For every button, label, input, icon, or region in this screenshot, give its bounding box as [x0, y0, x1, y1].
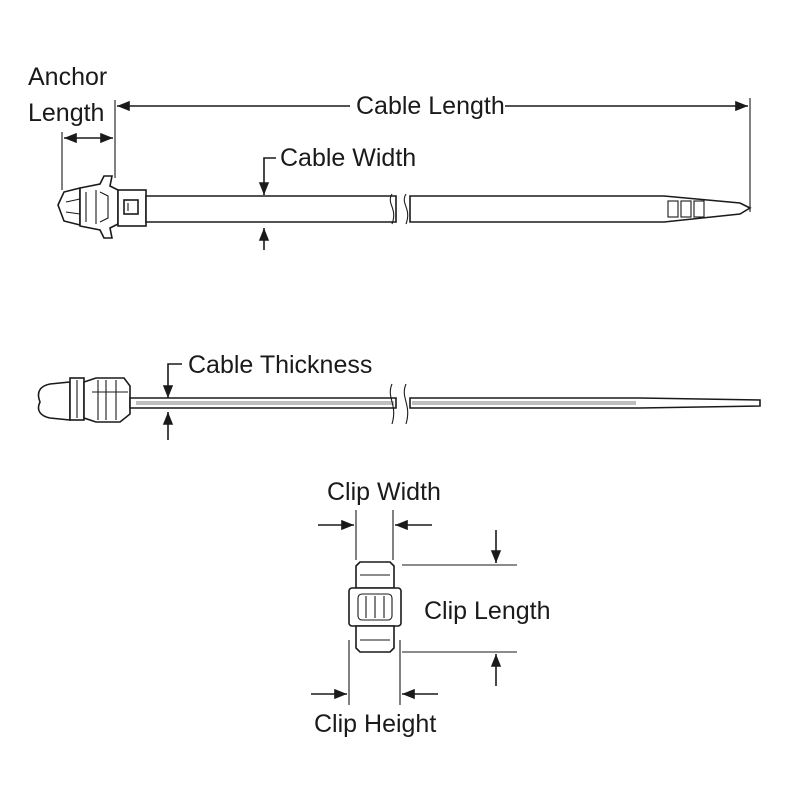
- cable-width-dimension: [258, 157, 276, 250]
- anchor-label-line2: Length: [28, 99, 104, 127]
- clip-length-label: Clip Length: [424, 597, 550, 625]
- top-view: Anchor Length Cable Length Cable Width: [28, 63, 752, 250]
- clip-height-dimension: [311, 640, 438, 705]
- clip-length-dimension: [402, 530, 517, 686]
- cable-length-label: Cable Length: [356, 92, 505, 120]
- tie-head-side-view: [83, 377, 131, 423]
- clip-height-label: Clip Height: [314, 710, 436, 738]
- tie-head-top-view: [117, 189, 147, 227]
- strap-side-view: [129, 383, 761, 425]
- anchor-side-view: [37, 377, 85, 421]
- cable-thickness-dimension: [162, 363, 182, 440]
- cable-width-label: Cable Width: [280, 144, 416, 172]
- anchor-label-line1: Anchor: [28, 63, 107, 91]
- strap-top-view: [145, 193, 752, 225]
- clip-view: Clip Width Clip Length Clip Height: [311, 478, 550, 738]
- anchor-top-view: [57, 175, 119, 239]
- clip-width-dimension: [318, 510, 432, 560]
- cable-length-dimension: [117, 98, 751, 212]
- anchor-length-dimension: [61, 100, 116, 190]
- clip-body: [348, 561, 402, 653]
- cable-thickness-label: Cable Thickness: [188, 351, 372, 379]
- clip-width-label: Clip Width: [327, 478, 441, 506]
- side-view: Cable Thickness: [37, 351, 761, 440]
